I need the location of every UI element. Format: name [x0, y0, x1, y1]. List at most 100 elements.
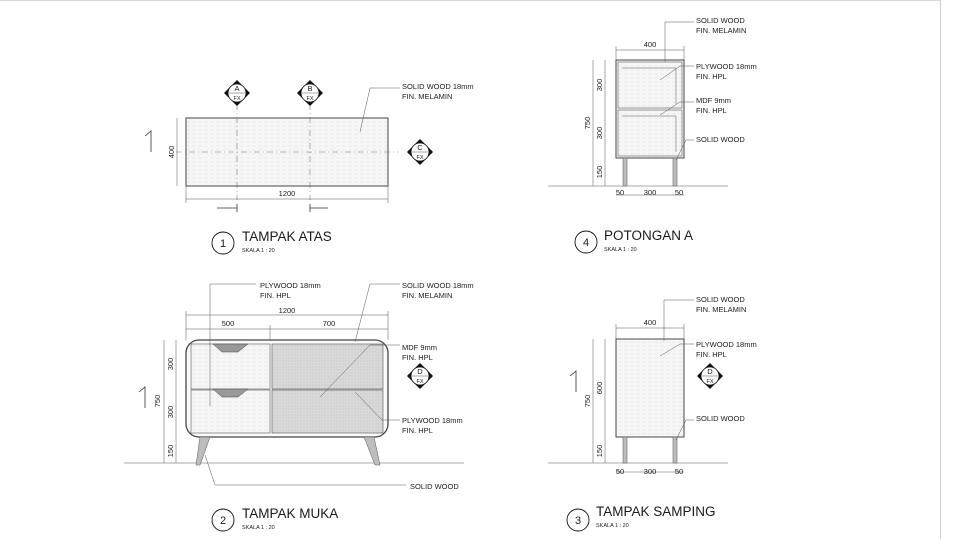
- view-side: 400 750 600 150 50 300 50 D FX SOLID WOO…: [548, 295, 757, 532]
- section-letter: D: [707, 367, 713, 376]
- section-leg-right: [672, 157, 678, 187]
- side-leg-left: [622, 436, 628, 464]
- section-marker-b: B FX: [297, 80, 323, 106]
- dim-b1: 50: [616, 467, 624, 476]
- leader: [664, 21, 694, 62]
- note-line2: FIN. HPL: [696, 350, 727, 359]
- section-marker-d: D FX: [407, 363, 433, 389]
- view-number-badge: [211, 508, 235, 532]
- cut-arrow-left: [138, 386, 146, 408]
- section-drawer-profiles: [622, 67, 677, 152]
- section-letter: D: [417, 367, 423, 376]
- cut-arrow-left: [569, 370, 577, 392]
- view-front: 1200 500 700 750 300 300 150 D FX PLYWOO…: [124, 281, 474, 532]
- section-sheet: FX: [233, 96, 240, 102]
- note-line1: MDF 9mm: [696, 96, 731, 105]
- dim-b1: 50: [616, 188, 624, 197]
- note-line1: PLYWOOD 18mm: [260, 281, 321, 290]
- dim-width: 1200: [279, 189, 296, 198]
- side-leg-right: [672, 436, 678, 464]
- dim-height: 750: [583, 117, 592, 130]
- view-title: POTONGAN A: [604, 228, 693, 243]
- section-marker-d: D FX: [697, 363, 723, 389]
- view-scale: SKALA 1 : 20: [242, 525, 275, 531]
- cut-arrow-a: [217, 204, 238, 212]
- dim-height: 750: [583, 395, 592, 408]
- note-line1: SOLID WOOD 18mm: [402, 281, 474, 290]
- leader: [204, 454, 406, 486]
- section-letter: A: [234, 84, 239, 93]
- view-scale: SKALA 1 : 20: [596, 523, 629, 529]
- view-number: 2: [220, 515, 226, 527]
- leader: [354, 283, 400, 343]
- leader: [659, 343, 694, 357]
- section-marker-a: A FX: [224, 80, 250, 106]
- front-leg-right: [363, 436, 381, 466]
- dim-leg: 150: [595, 445, 604, 458]
- section-marker-c: C FX: [407, 139, 433, 165]
- note-line1: SOLID WOOD: [696, 16, 745, 25]
- dim-leg: 150: [166, 445, 175, 458]
- dim-b3: 50: [675, 467, 683, 476]
- section-sheet: FX: [416, 379, 423, 385]
- front-door-lower: [271, 389, 384, 434]
- view-section-a: 400 750 300 300 150 50 300 50 SOLID WOOD…: [548, 16, 757, 254]
- note-line2: FIN. MELAMIN: [402, 92, 452, 101]
- front-leg-left: [195, 436, 211, 466]
- section-sheet: FX: [306, 96, 313, 102]
- view-number: 3: [575, 515, 581, 527]
- dim-upper: 300: [595, 79, 604, 92]
- dim-width: 400: [644, 40, 657, 49]
- dim-b2: 300: [644, 467, 657, 476]
- note-line1: PLYWOOD 18mm: [696, 340, 757, 349]
- note-line2: FIN. HPL: [402, 353, 433, 362]
- leader: [675, 139, 694, 161]
- note-line1: SOLID WOOD: [410, 482, 459, 491]
- leader: [319, 344, 400, 398]
- note-line2: FIN. HPL: [696, 106, 727, 115]
- view-number-badge: [566, 508, 590, 532]
- note-line2: FIN. HPL: [696, 72, 727, 81]
- section-sheet: FX: [706, 379, 713, 385]
- leader-top-1: [359, 87, 400, 133]
- section-letter: B: [307, 84, 312, 93]
- note-line2: FIN. MELAMIN: [402, 291, 452, 300]
- side-body-outline: [615, 338, 685, 438]
- leader: [663, 299, 694, 341]
- sheet-right-border: [940, 0, 941, 539]
- note-line2: FIN. MELAMIN: [696, 26, 746, 35]
- note-line1: MDF 9mm: [402, 343, 437, 352]
- sheet-top-border: [0, 0, 940, 1]
- view-number: 4: [583, 237, 589, 249]
- note-line1: PLYWOOD 18mm: [402, 416, 463, 425]
- note-line2: FIN. HPL: [402, 426, 433, 435]
- view-top: A FX B FX C FX 1200 400 SOLID WOOD 18mm: [144, 80, 474, 255]
- dim-leg: 150: [595, 166, 604, 179]
- section-sheet: FX: [416, 155, 423, 161]
- dim-b2: 300: [644, 188, 657, 197]
- view-title: TAMPAK MUKA: [242, 506, 338, 521]
- front-handle-upper: [212, 343, 249, 353]
- front-handle-lower: [212, 388, 249, 398]
- section-leg-left: [622, 157, 628, 187]
- front-door-upper: [271, 343, 384, 390]
- dim-upper: 300: [166, 358, 175, 371]
- note-line2: FIN. HPL: [260, 291, 291, 300]
- cut-arrow-left: [144, 130, 152, 152]
- note-line1: PLYWOOD 18mm: [696, 62, 757, 71]
- section-upper-compartment: [617, 61, 683, 109]
- dim-total: 1200: [279, 306, 296, 315]
- leader: [675, 419, 694, 441]
- view-number-badge: [574, 230, 598, 254]
- note-line1: SOLID WOOD 18mm: [402, 82, 474, 91]
- dim-b3: 50: [675, 188, 683, 197]
- section-letter: C: [417, 143, 423, 152]
- leader: [659, 101, 694, 116]
- dim-body: 600: [595, 382, 604, 395]
- view-scale: SKALA 1 : 20: [242, 248, 275, 254]
- dim-left: 500: [222, 319, 235, 328]
- dim-height: 750: [153, 395, 162, 408]
- dim-lower: 300: [595, 127, 604, 140]
